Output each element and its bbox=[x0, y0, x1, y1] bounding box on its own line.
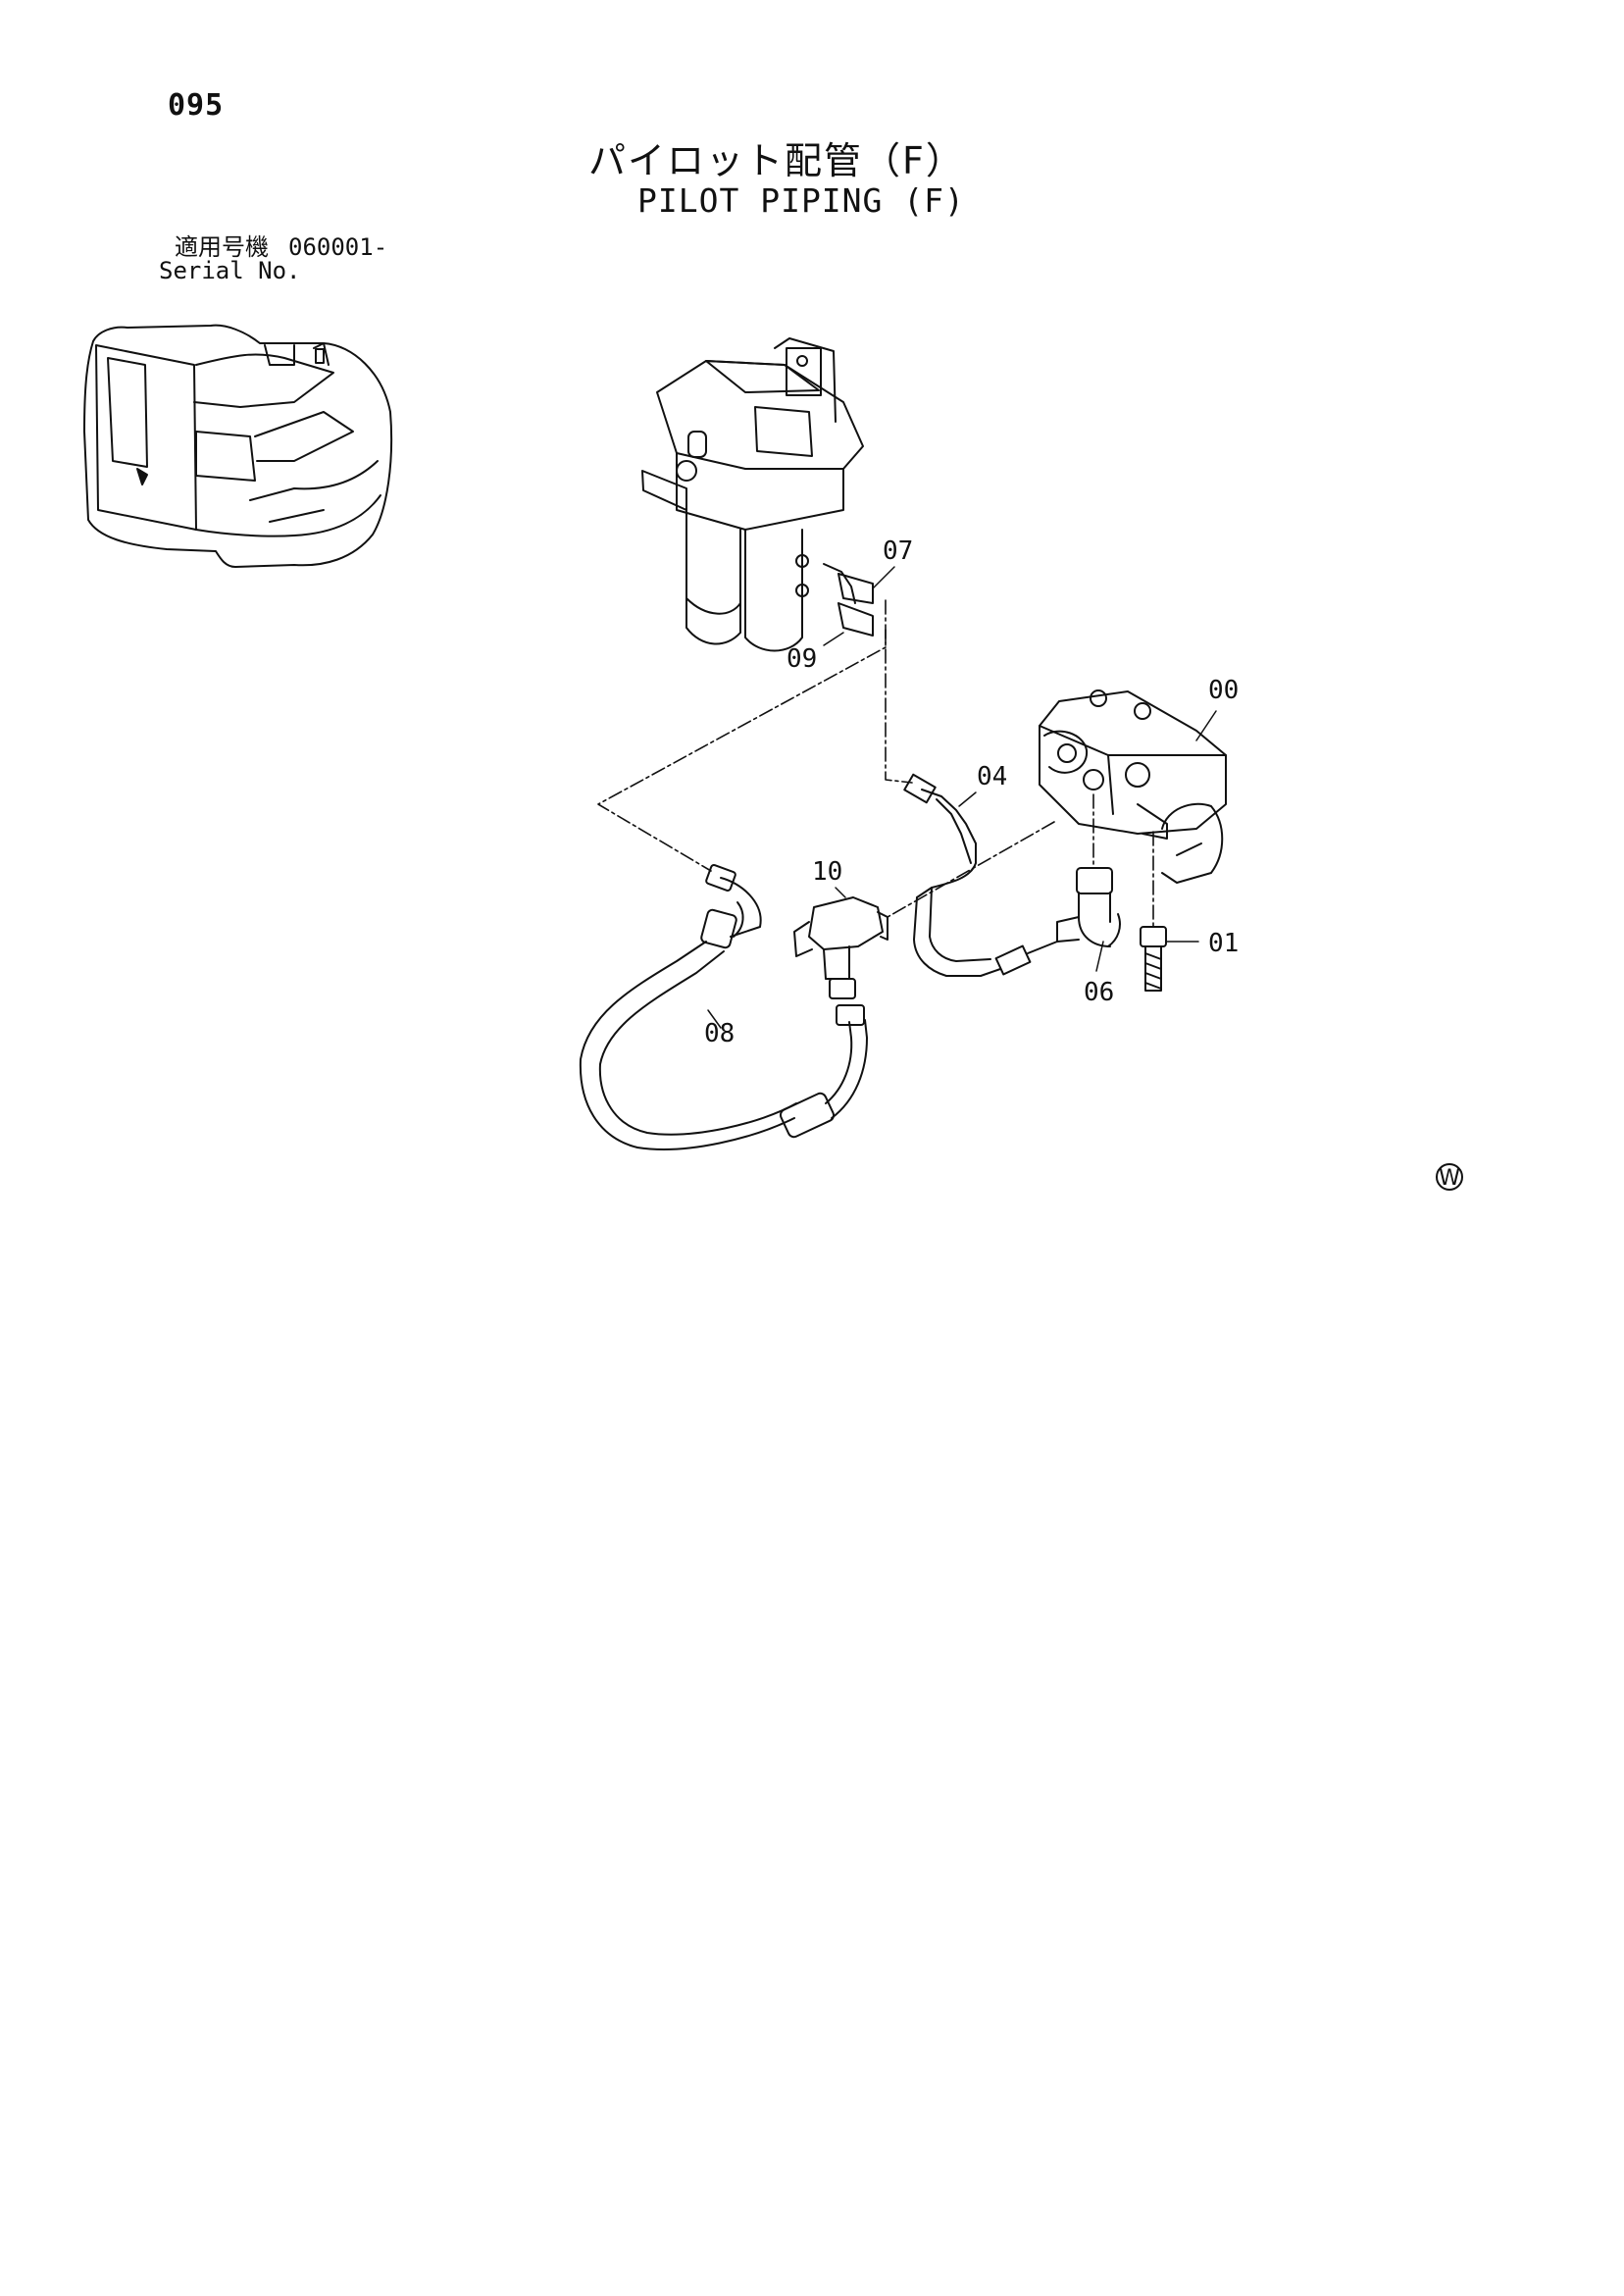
w-mark-letter: W bbox=[1439, 1166, 1460, 1191]
w-mark: W bbox=[1436, 1163, 1463, 1191]
callout-08: 08 bbox=[704, 1019, 735, 1048]
page-number: 095 bbox=[168, 88, 225, 123]
routing-lines bbox=[597, 599, 1154, 928]
part-06-elbow-fitting bbox=[1056, 867, 1121, 947]
leader-lines bbox=[707, 566, 1217, 1029]
serial-block: 適用号機 060001- Serial No. bbox=[159, 235, 387, 282]
excavator-overview-icon bbox=[83, 324, 393, 568]
callout-09: 09 bbox=[787, 644, 817, 674]
callout-00: 00 bbox=[1208, 676, 1239, 705]
callout-10: 10 bbox=[812, 857, 842, 887]
part-00-valve-block bbox=[1039, 689, 1227, 884]
serial-label-en: Serial No. bbox=[159, 257, 301, 284]
part-01-bolt bbox=[1140, 926, 1167, 992]
callout-01: 01 bbox=[1208, 929, 1239, 958]
callout-07: 07 bbox=[883, 536, 913, 566]
part-10-tee-fitting bbox=[793, 896, 888, 999]
part-04-pipe bbox=[903, 773, 1058, 977]
part-08-hose bbox=[579, 864, 868, 1150]
serial-value: 060001- bbox=[288, 233, 388, 261]
pilot-valve-assembly bbox=[641, 337, 874, 652]
callout-06: 06 bbox=[1084, 978, 1114, 1007]
title-japanese: パイロット配管（F） bbox=[588, 139, 965, 182]
callout-04: 04 bbox=[977, 762, 1007, 791]
serial-label-jp: 適用号機 bbox=[175, 233, 269, 261]
serial-line: 適用号機 060001- bbox=[159, 235, 387, 259]
title-english: PILOT PIPING (F) bbox=[637, 181, 965, 220]
